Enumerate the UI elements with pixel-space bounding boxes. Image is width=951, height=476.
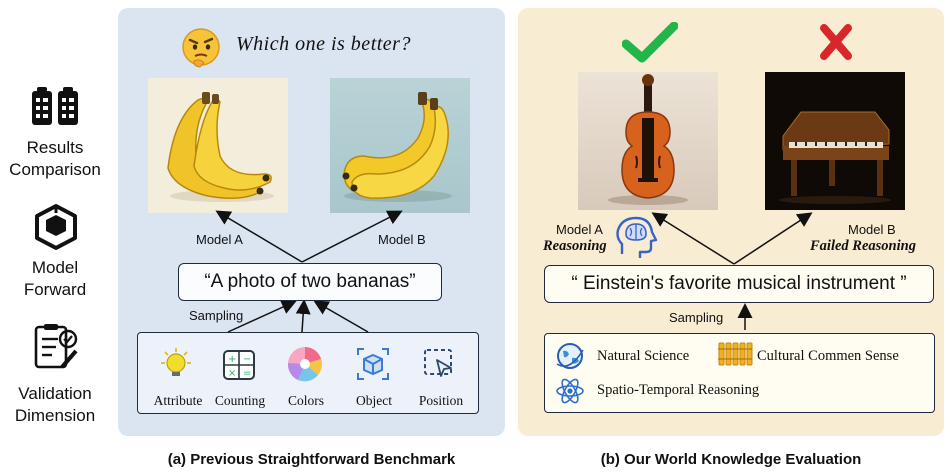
- panel-b-arrows: [651, 212, 813, 330]
- lightbulb-icon: [158, 347, 194, 381]
- model-b-label-b: Model B: [848, 222, 896, 237]
- question-text: Which one is better?: [236, 33, 411, 55]
- model-forward-label: Model Forward: [23, 258, 87, 299]
- svg-text:+: +: [228, 354, 236, 365]
- cursor-position-icon: [423, 348, 457, 380]
- caption-a: (a) Previous Straightforward Benchmark: [167, 451, 456, 468]
- bamboo-slips-icon: [717, 341, 753, 367]
- sampling-label-b: Sampling: [669, 310, 724, 325]
- cube-icon: [33, 203, 79, 251]
- prompt-text-b: “ Einstein's favorite musical instrument…: [571, 273, 907, 294]
- prompt-box-a: “A photo of two bananas”: [178, 263, 442, 301]
- knowledge-box: Natural Science Cultural Commen Sense Sp…: [544, 333, 935, 413]
- sampling-label-a: Sampling: [189, 308, 244, 323]
- banana-image-a: [148, 78, 288, 213]
- object-cube-icon: [356, 347, 390, 381]
- model-b-label: Model B: [378, 232, 426, 247]
- dimension-label: Attribute: [153, 393, 203, 408]
- dimension-label: Counting: [214, 393, 266, 408]
- piano-image: [765, 72, 905, 210]
- svg-text:×: ×: [228, 368, 236, 379]
- dimension-label: Position: [418, 393, 464, 408]
- reasoning-label: Reasoning: [543, 238, 607, 254]
- failed-reasoning-label: Failed Reasoning: [810, 238, 916, 254]
- calculator-icon: + − × =: [222, 349, 256, 381]
- svg-text:−: −: [243, 354, 251, 365]
- color-wheel-icon: [286, 345, 324, 383]
- checklist-icon: [32, 323, 80, 373]
- globe-icon: [555, 342, 585, 370]
- validation-dimension-label: Validation Dimension: [14, 384, 96, 425]
- results-comparison-label: Results Comparison: [9, 138, 101, 179]
- knowledge-label: Cultural Commen Sense: [757, 348, 899, 364]
- prompt-text-a: “A photo of two bananas”: [204, 271, 416, 292]
- dimension-label: Colors: [287, 393, 324, 408]
- panel-a-arrows: [215, 210, 403, 333]
- knowledge-label: Natural Science: [597, 348, 690, 364]
- dimension-label: Object: [356, 393, 392, 408]
- violin-image: [578, 72, 718, 210]
- cross-icon: [818, 24, 854, 60]
- banana-image-b: [330, 78, 470, 213]
- caption-b: (b) Our World Knowledge Evaluation: [600, 451, 862, 468]
- svg-text:=: =: [243, 368, 251, 379]
- knowledge-label: Spatio-Temporal Reasoning: [597, 382, 760, 398]
- results-comparison-icon: [29, 85, 81, 129]
- prompt-box-b: “ Einstein's favorite musical instrument…: [544, 265, 934, 303]
- check-icon: [621, 21, 679, 64]
- model-a-label: Model A: [196, 232, 243, 247]
- atom-icon: [555, 376, 585, 406]
- dimensions-box: + − × = Attribute Countin: [137, 332, 479, 414]
- brain-head-icon: [614, 214, 658, 260]
- thinking-face-icon: [180, 27, 222, 69]
- model-a-label-b: Model A: [556, 222, 603, 237]
